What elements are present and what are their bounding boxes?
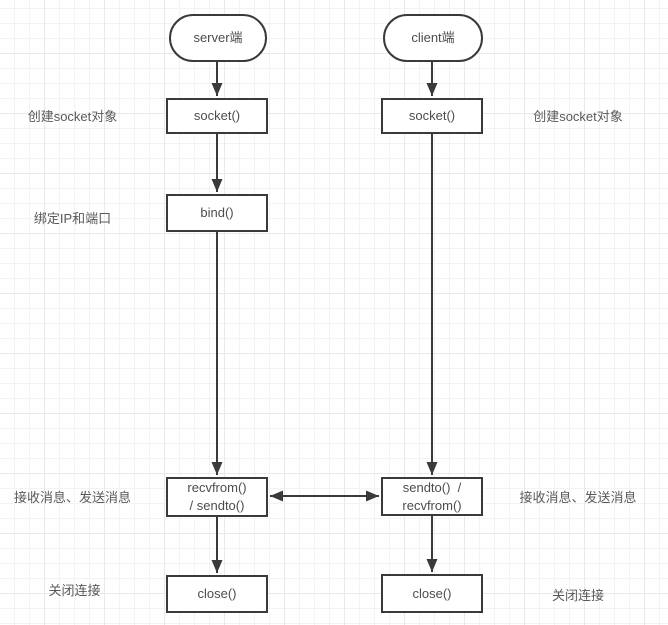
node-client-sendto-recvfrom[interactable]: sendto() / recvfrom() — [381, 477, 483, 516]
node-server-close[interactable]: close() — [166, 575, 268, 613]
node-client-close[interactable]: close() — [381, 574, 483, 613]
annotation-left-create-socket[interactable]: 创建socket对象 — [27, 109, 118, 124]
node-client-terminal[interactable]: client端 — [383, 14, 483, 62]
node-server-recvfrom-sendto[interactable]: recvfrom() / sendto() — [166, 477, 268, 517]
annotation-left-recv-send[interactable]: 接收消息、发送消息 — [13, 490, 131, 505]
annotation-right-recv-send[interactable]: 接收消息、发送消息 — [519, 490, 637, 505]
annotation-left-bind-ip-port[interactable]: 绑定IP和端口 — [33, 211, 112, 226]
annotation-left-close[interactable]: 关闭连接 — [48, 583, 101, 598]
node-server-bind[interactable]: bind() — [166, 194, 268, 232]
node-server-terminal[interactable]: server端 — [169, 14, 267, 62]
annotation-right-create-socket[interactable]: 创建socket对象 — [533, 109, 623, 124]
node-server-socket[interactable]: socket() — [166, 98, 268, 134]
node-client-socket[interactable]: socket() — [381, 98, 483, 134]
annotation-right-close[interactable]: 关闭连接 — [551, 588, 604, 603]
